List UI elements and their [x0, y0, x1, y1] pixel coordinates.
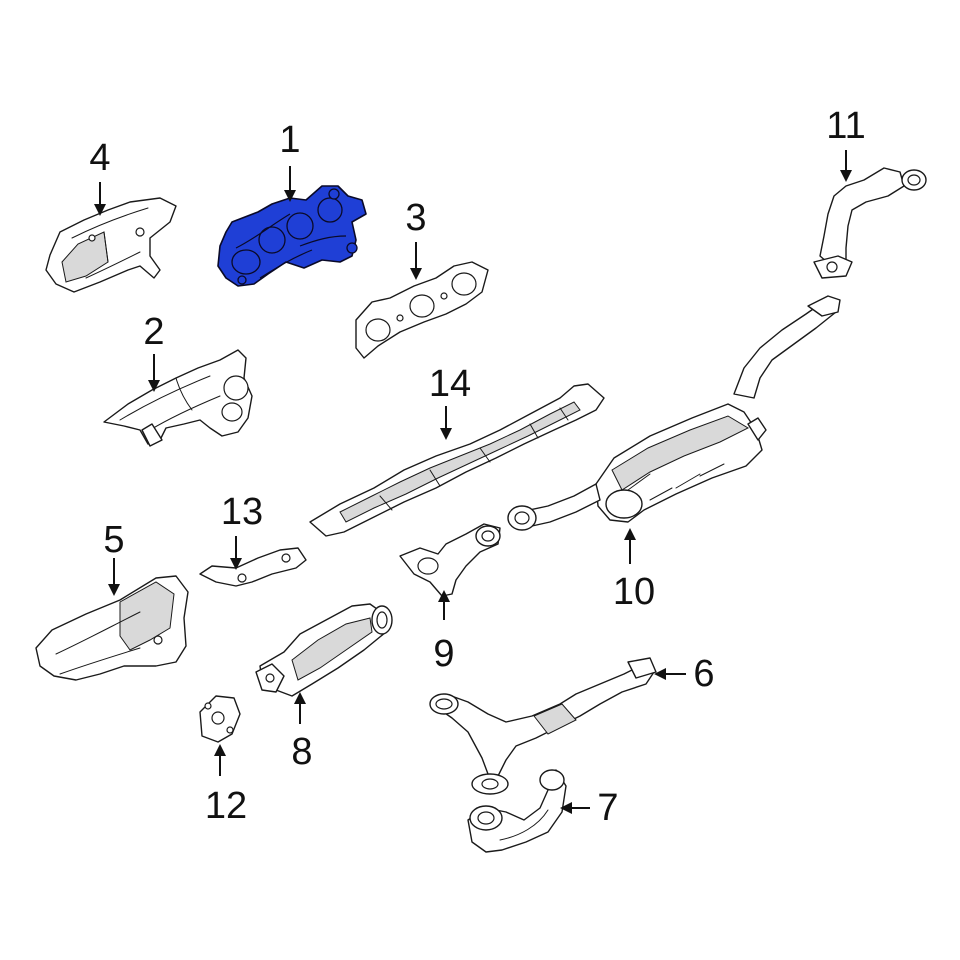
part-8-catalytic-converter[interactable] — [255, 603, 393, 697]
callout-10: 10 — [613, 571, 655, 613]
callout-labels: 1 4 3 2 14 11 10 13 9 5 8 6 12 7 — [89, 105, 865, 829]
callout-12: 12 — [205, 785, 247, 827]
part-4-heat-shield[interactable] — [45, 197, 177, 293]
part-3-gasket[interactable] — [355, 261, 489, 359]
callout-9: 9 — [433, 633, 454, 675]
callout-3: 3 — [405, 197, 426, 239]
part-9-front-pipe[interactable] — [399, 523, 501, 597]
callout-arrows — [94, 150, 852, 814]
part-1-exhaust-manifold[interactable] — [217, 185, 367, 287]
callout-13: 13 — [221, 491, 263, 533]
callout-7: 7 — [597, 787, 618, 829]
part-10-muffler[interactable] — [507, 295, 841, 531]
callout-4: 4 — [89, 137, 110, 179]
callout-5: 5 — [103, 519, 124, 561]
part-6-y-pipe[interactable] — [429, 657, 657, 795]
part-5-heat-shield[interactable] — [35, 575, 189, 681]
part-7-front-pipe[interactable] — [467, 769, 567, 853]
callout-6: 6 — [693, 653, 714, 695]
part-14-underbody-heat-shield[interactable] — [309, 383, 605, 537]
part-13-bracket[interactable] — [199, 547, 307, 587]
part-11-tailpipe[interactable] — [813, 167, 927, 279]
part-2-exhaust-manifold[interactable] — [103, 349, 253, 447]
callout-14: 14 — [429, 363, 471, 405]
callout-8: 8 — [291, 731, 312, 773]
part-12-gasket[interactable] — [199, 695, 241, 743]
callout-11: 11 — [826, 105, 865, 147]
callout-1: 1 — [279, 119, 300, 161]
callout-2: 2 — [143, 311, 164, 353]
